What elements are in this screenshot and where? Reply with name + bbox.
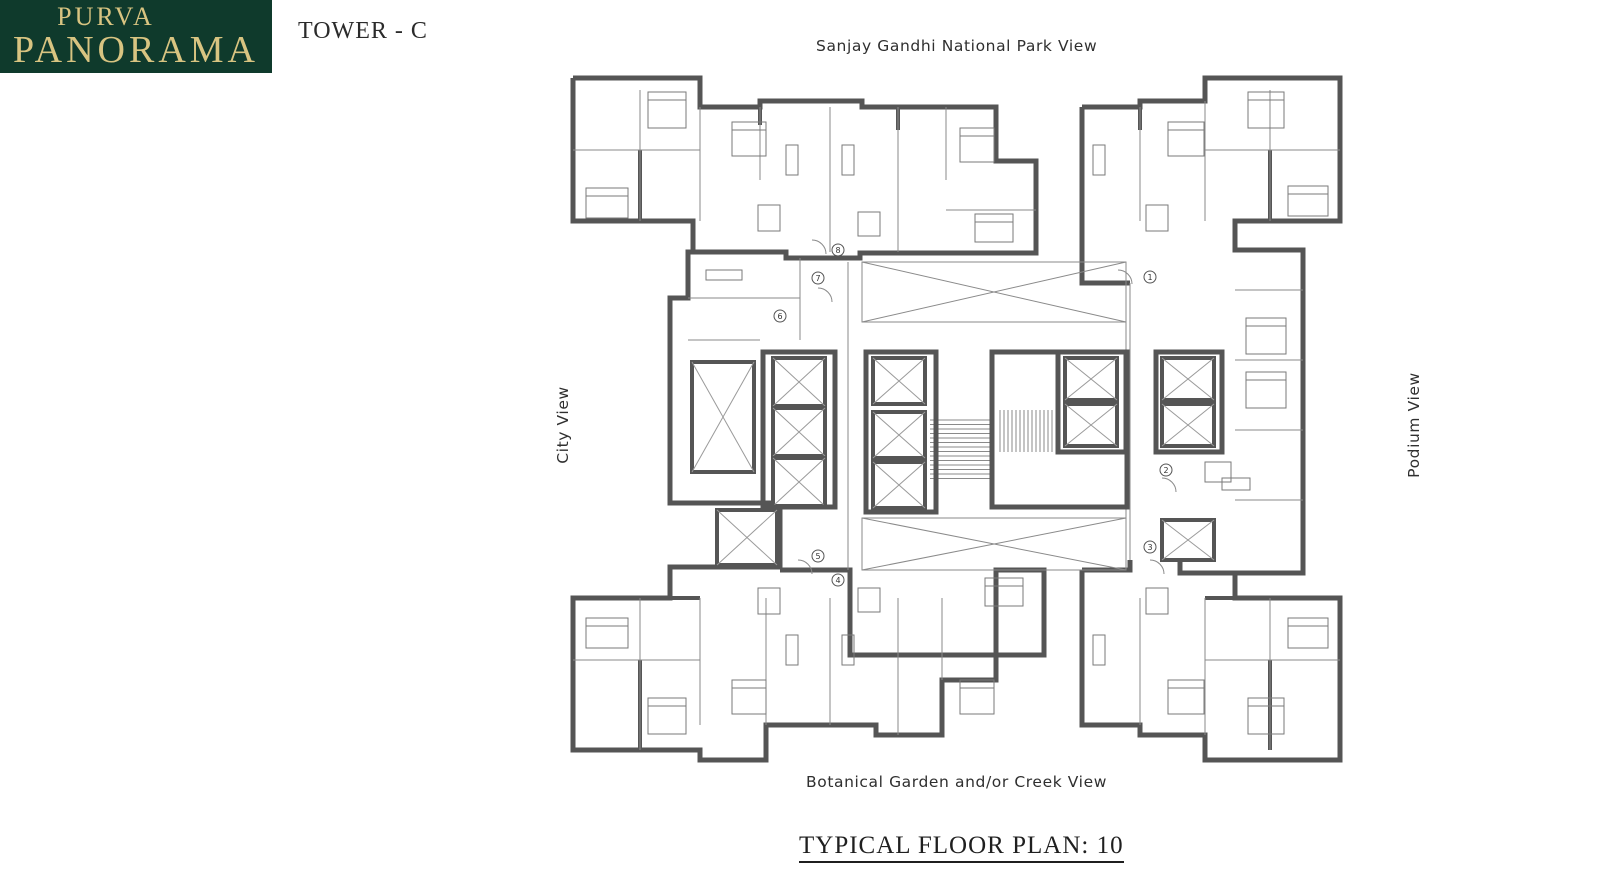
view-label-top: Sanjay Gandhi National Park View xyxy=(816,37,1098,55)
bed-8 xyxy=(1245,317,1287,355)
door-arc-0 xyxy=(811,239,827,255)
core-wall-mid xyxy=(863,349,939,515)
unit-marker-circle-1 xyxy=(1143,270,1157,284)
outer-wall-bottom-right xyxy=(1079,570,1343,763)
unit-marker-circle-5 xyxy=(811,549,825,563)
bed-17 xyxy=(1287,617,1329,649)
bed-1 xyxy=(585,187,629,219)
core-cross-b-11 xyxy=(1161,519,1215,561)
unit-marker-number-1: 1 xyxy=(1147,273,1152,282)
dining-table-1 xyxy=(857,211,881,237)
sofa-2 xyxy=(1092,144,1106,176)
bed-5 xyxy=(1167,121,1205,157)
bed-11 xyxy=(647,697,687,735)
door-arc-4 xyxy=(817,287,833,303)
door-arc-1 xyxy=(1117,269,1133,285)
bed-3 xyxy=(959,127,995,163)
core-cross-b-1 xyxy=(772,407,826,457)
core-cross-b-7 xyxy=(1064,403,1118,447)
outer-wall-top-left xyxy=(573,75,1039,352)
core-cross-b-10 xyxy=(691,361,755,473)
sofa-1 xyxy=(841,144,855,176)
unit-marker-number-5: 5 xyxy=(815,552,820,561)
sofa-4 xyxy=(841,634,855,666)
core-cross-b-0 xyxy=(772,357,826,407)
core-cross-b-2 xyxy=(772,457,826,507)
unit-marker-circle-6 xyxy=(773,309,787,323)
sofa-7 xyxy=(705,269,743,281)
brand-logo: PURVA PANORAMA xyxy=(0,0,272,73)
bed-13 xyxy=(959,679,995,715)
unit-marker-circle-4 xyxy=(831,573,845,587)
dining-table-6 xyxy=(1204,461,1232,483)
bed-7 xyxy=(1287,185,1329,217)
unit-marker-number-4: 4 xyxy=(835,576,840,585)
outer-wall-top-left-inner xyxy=(570,78,696,252)
brand-line1: PURVA xyxy=(57,1,155,31)
core-wall-far-right xyxy=(1153,349,1225,455)
bed-12 xyxy=(731,679,767,715)
unit-marker-circle-3 xyxy=(1143,540,1157,554)
outer-wall-top-right-inner xyxy=(1079,107,1130,286)
door-arc-3 xyxy=(1149,559,1165,575)
core-wall-left xyxy=(760,349,838,510)
bed-15 xyxy=(1167,679,1205,715)
sofa-3 xyxy=(785,634,799,666)
core-cross-b-4 xyxy=(872,411,926,459)
unit-marker-number-8: 8 xyxy=(835,246,840,255)
bed-14 xyxy=(984,577,1024,607)
view-label-bottom: Botanical Garden and/or Creek View xyxy=(806,773,1107,791)
unit-marker-number-2: 2 xyxy=(1163,466,1168,475)
sofa-6 xyxy=(1221,477,1251,491)
unit-marker-circle-2 xyxy=(1159,463,1173,477)
outer-wall-bottom-right-inner xyxy=(1082,560,1133,573)
core-cross-b-5 xyxy=(872,461,926,509)
sofa-5 xyxy=(1092,634,1106,666)
bed-4 xyxy=(974,213,1014,243)
plan-title: TYPICAL FLOOR PLAN: 10 xyxy=(799,832,1124,863)
lobby-cross-b-0 xyxy=(861,261,1127,323)
bed-9 xyxy=(1245,371,1287,409)
bed-10 xyxy=(585,617,629,649)
dining-table-4 xyxy=(857,587,881,613)
stair-core-wall xyxy=(989,349,1130,510)
unit-marker-number-7: 7 xyxy=(815,274,820,283)
tower-label: TOWER - C xyxy=(298,18,428,44)
core-cross-b-3 xyxy=(872,357,926,405)
unit-marker-number-6: 6 xyxy=(777,312,782,321)
dining-table-2 xyxy=(1145,204,1169,232)
unit-marker-number-3: 3 xyxy=(1147,543,1152,552)
unit-marker-circle-8 xyxy=(831,243,845,257)
unit-marker-circle-7 xyxy=(811,271,825,285)
brand-line2: PANORAMA xyxy=(13,28,259,71)
bed-16 xyxy=(1247,697,1285,735)
bed-0 xyxy=(647,91,687,129)
dining-table-0 xyxy=(757,204,781,232)
bed-2 xyxy=(731,121,767,157)
door-arc-5 xyxy=(1161,477,1177,493)
outer-wall-right xyxy=(1082,75,1343,576)
bed-6 xyxy=(1247,91,1285,129)
door-arc-2 xyxy=(797,559,813,575)
core-cross-b-8 xyxy=(1161,357,1215,401)
lobby-cross-b-1 xyxy=(861,517,1127,571)
core-cross-b-12 xyxy=(716,509,778,566)
sofa-0 xyxy=(785,144,799,176)
dining-table-3 xyxy=(757,587,781,615)
core-cross-b-9 xyxy=(1161,403,1215,447)
core-cross-b-6 xyxy=(1064,357,1118,401)
dining-table-5 xyxy=(1145,587,1169,615)
